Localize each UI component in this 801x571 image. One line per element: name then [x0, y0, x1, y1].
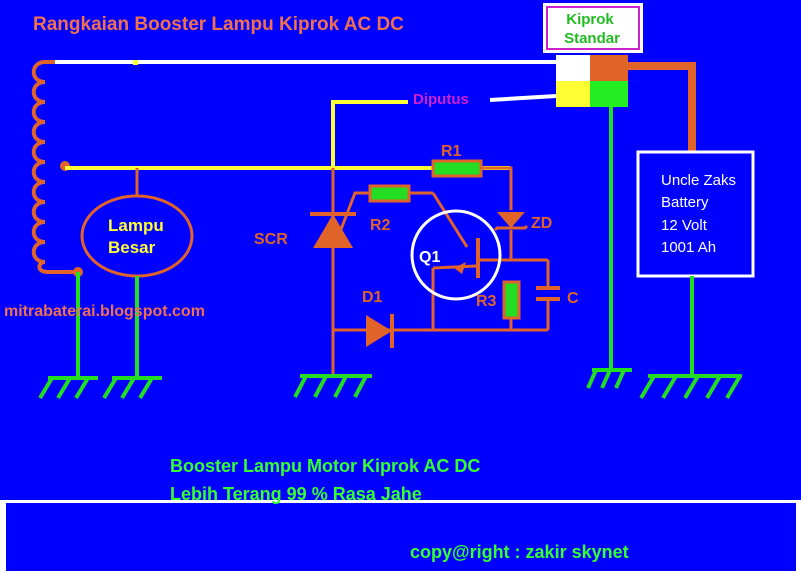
ground-symbol-kiprok — [586, 368, 632, 389]
zener-diode-bar — [493, 224, 529, 232]
alternator-coil — [31, 60, 78, 274]
resistor-r2 — [368, 184, 411, 203]
diputus-label: Diputus — [413, 91, 469, 108]
background-main — [0, 0, 801, 500]
wire-marker — [133, 60, 138, 65]
website-label: mitrabaterai.blogspot.com — [4, 303, 205, 320]
ground-symbol-booster — [293, 374, 372, 398]
lamp-label-line1: Lampu — [108, 216, 164, 235]
kiprok-terminal-orange — [590, 55, 628, 81]
lamp-label-line2: Besar — [108, 238, 156, 257]
zener-diode-zd — [497, 212, 525, 228]
footer-line2: Lebih Terang 99 % Rasa Jahe — [170, 484, 422, 504]
wire-diputus-to-kiprok — [489, 94, 557, 102]
diode-d1 — [366, 315, 392, 347]
diagram-title: Rangkaian Booster Lampu Kiprok AC DC — [33, 14, 404, 35]
footer-copyright: copy@right : zakir skynet — [410, 542, 629, 562]
kiprok-terminal-green — [590, 81, 628, 107]
wire-kiprok-to-battery — [628, 62, 696, 152]
resistor-r3 — [502, 280, 521, 320]
q1-transistor-circle — [410, 209, 502, 301]
scr-thyristor — [313, 214, 353, 248]
label-c: C — [567, 290, 579, 307]
ground-symbol-coil — [38, 376, 98, 400]
battery-line4: 1001 Ah — [661, 239, 716, 256]
background-footer-panel — [6, 503, 796, 571]
resistor-r1 — [431, 159, 483, 178]
q1-emitter-arrow — [454, 262, 466, 274]
q1-emitter-lead — [432, 264, 477, 270]
kiprok-label-box — [543, 3, 643, 53]
kiprok-label-border — [546, 6, 640, 50]
wire-yellow-scr — [331, 100, 408, 168]
battery-line1: Uncle Zaks — [661, 172, 736, 189]
kiprok-label-line2: Standar — [564, 30, 620, 47]
label-d1: D1 — [362, 289, 383, 306]
kiprok-label-line1: Kiprok — [566, 11, 614, 28]
label-q1: Q1 — [419, 249, 440, 266]
battery-line3: 12 Volt — [661, 217, 708, 234]
ground-symbol-lamp — [102, 376, 162, 400]
label-zd: ZD — [531, 215, 552, 232]
label-r2: R2 — [370, 217, 391, 234]
label-r3: R3 — [476, 293, 497, 310]
label-r1: R1 — [441, 143, 462, 160]
kiprok-terminal-yellow — [556, 81, 590, 107]
battery-line2: Battery — [661, 194, 709, 211]
footer-line1: Booster Lampu Motor Kiprok AC DC — [170, 456, 480, 476]
label-scr: SCR — [254, 231, 288, 248]
ground-symbol-battery — [639, 374, 742, 400]
kiprok-terminal-white — [556, 55, 590, 81]
battery-box — [636, 150, 755, 278]
